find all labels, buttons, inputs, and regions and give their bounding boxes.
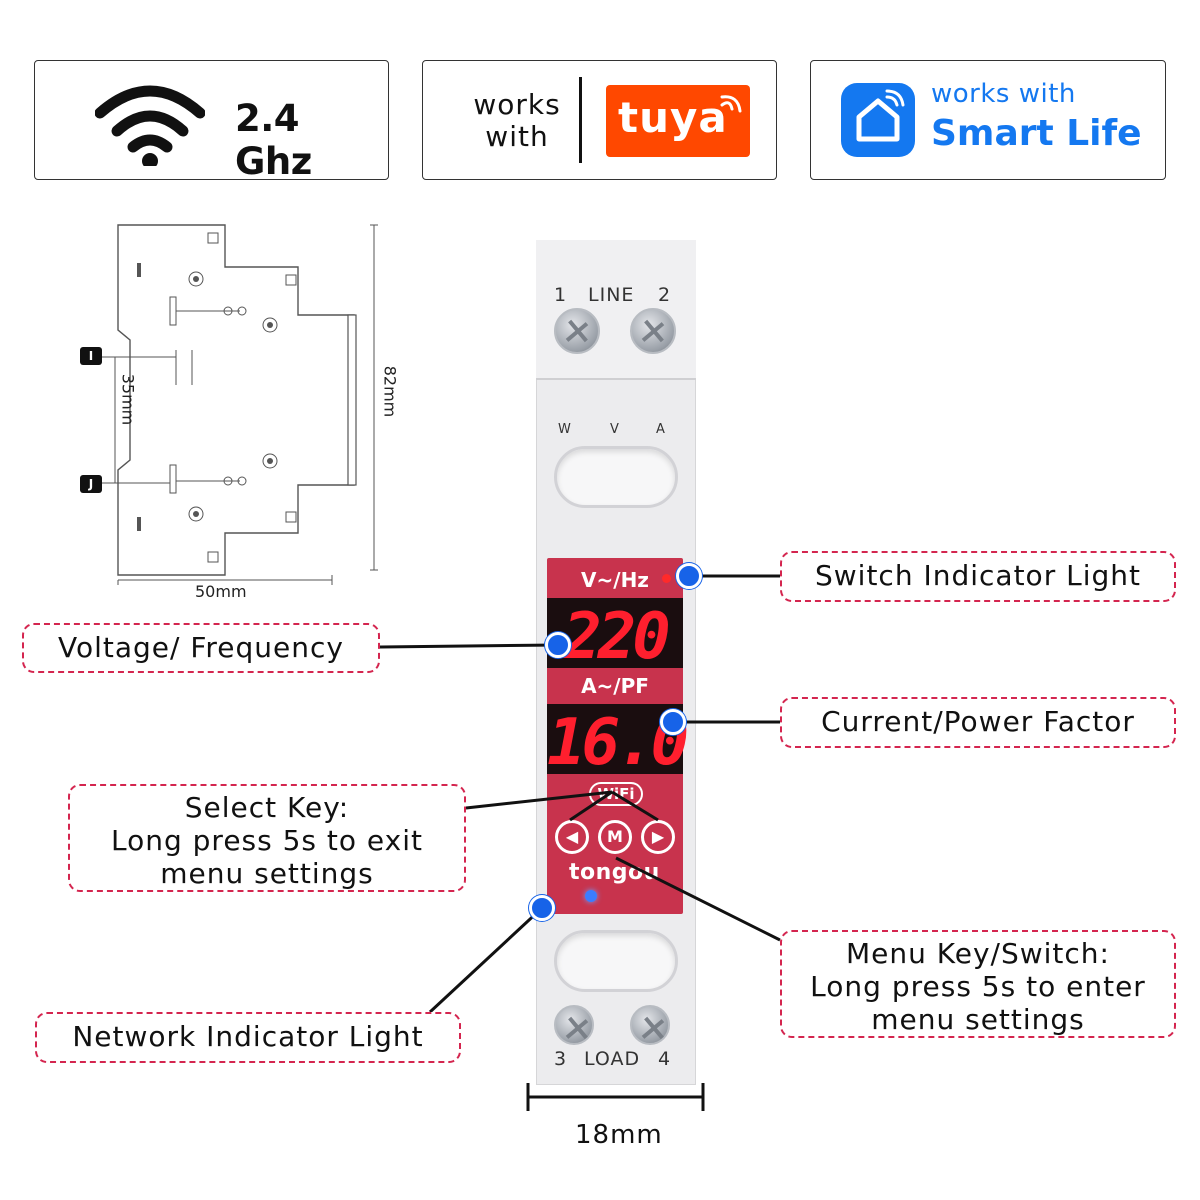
wifi-badge: 2.4 Ghz [34,60,389,183]
din-rail-meter: 1 LINE 2 W V A V~/Hz 220 A~/PF 16.0 WiFi… [520,240,700,1085]
select-key-line-3: menu settings [160,857,374,890]
mode-label-v: V [610,422,619,437]
load-terminal-3-label: 3 [554,1048,568,1070]
home-icon [841,83,915,157]
select-key-line-2: Long press 5s to exit [110,824,423,857]
mode-label-w: W [558,422,571,437]
menu-key[interactable]: M [598,820,632,854]
line-terminal-block [536,240,696,380]
wifi-icon [95,85,205,166]
width-dimension-label: 50mm [195,582,247,601]
load-label: LOAD [584,1048,641,1070]
terminal-tag-bottom: J [80,475,102,493]
wifi-frequency-label: 2.4 Ghz [235,97,312,183]
current-pf-label: A~/PF [581,674,649,698]
current-power-factor-callout: Current/Power Factor [780,697,1176,748]
voltage-value: 220 [563,600,671,674]
terminal-tag-top: I [80,347,102,365]
mode-label-a: A [656,422,665,437]
line-label: LINE [588,284,635,306]
switch-indicator-callout: Switch Indicator Light [780,551,1176,602]
load-terminal-4-label: 4 [658,1048,672,1070]
menu-key-title: Menu Key/Switch: [846,937,1110,970]
line-terminal-2-label: 2 [658,284,672,306]
voltage-display: 220 [547,598,683,674]
switch-indicator-marker [676,563,702,589]
signal-waves-icon [720,95,742,113]
dimension-drawing [90,224,378,585]
tuya-badge: works with tuya [422,60,777,180]
tuya-logo-text: tuya [618,93,728,142]
front-panel: V~/Hz 220 A~/PF 16.0 WiFi ◀ M ▶ tongou [547,558,689,914]
line-terminal-1-label: 1 [554,284,568,306]
line-screw-2 [630,308,676,354]
tuya-logo: tuya [606,85,750,157]
current-display: 16.0 [547,704,689,780]
lower-slot [554,930,678,992]
voltage-frequency-callout: Voltage/ Frequency [22,623,380,673]
voltage-marker [545,632,571,658]
works-with-label: works with [473,88,561,153]
voltage-frequency-label: V~/Hz [581,568,649,592]
load-screw-4 [630,1005,670,1045]
smart-life-title: Smart Life [931,113,1142,154]
load-screw-3 [554,1005,594,1045]
network-indicator-marker [529,895,555,921]
network-indicator-led [585,890,597,902]
menu-key-line-3: menu settings [871,1003,1085,1036]
switch-indicator-led [662,574,671,583]
line-screw-1 [554,308,600,354]
select-key-title: Select Key: [184,791,350,824]
select-key-callout: Select Key: Long press 5s to exit menu s… [68,784,466,892]
smart-life-badge: works with Smart Life [810,60,1166,180]
smart-life-works-with: works with [931,79,1076,109]
menu-key-callout: Menu Key/Switch: Long press 5s to enter … [780,930,1176,1038]
current-marker [660,709,686,735]
right-arrow-key[interactable]: ▶ [641,820,675,854]
network-indicator-callout: Network Indicator Light [35,1012,461,1063]
device-width-label: 18mm [575,1120,663,1150]
left-arrow-key[interactable]: ◀ [555,820,589,854]
menu-key-line-2: Long press 5s to enter [810,970,1146,1003]
badge-divider [579,77,582,163]
upper-slot [554,446,678,508]
